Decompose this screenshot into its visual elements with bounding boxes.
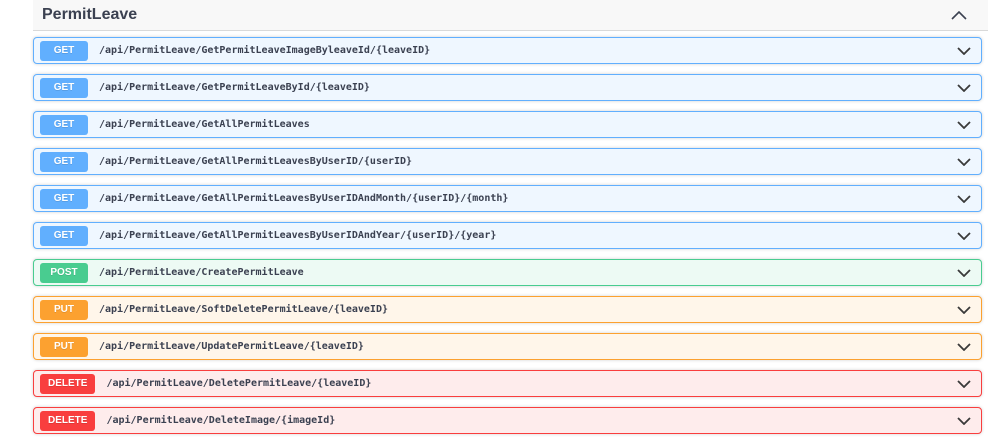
- method-badge: GET: [40, 151, 88, 172]
- section-header[interactable]: PermitLeave: [33, 0, 988, 31]
- endpoint-row[interactable]: GET /api/PermitLeave/GetPermitLeaveImage…: [33, 37, 982, 64]
- section-title: PermitLeave: [42, 6, 138, 23]
- endpoint-path: /api/PermitLeave/GetAllPermitLeavesByUse…: [99, 193, 509, 204]
- endpoint-path: /api/PermitLeave/GetAllPermitLeavesByUse…: [99, 156, 413, 167]
- method-badge: GET: [40, 225, 88, 246]
- method-badge: GET: [40, 40, 88, 61]
- chevron-down-icon[interactable]: [957, 194, 974, 203]
- method-badge: GET: [40, 114, 88, 135]
- method-badge: GET: [40, 77, 88, 98]
- endpoint-row[interactable]: DELETE /api/PermitLeave/DeleteImage/{ima…: [33, 407, 982, 434]
- chevron-down-icon[interactable]: [957, 120, 974, 129]
- endpoint-path: /api/PermitLeave/GetPermitLeaveById/{lea…: [99, 82, 370, 93]
- endpoint-row[interactable]: DELETE /api/PermitLeave/DeletePermitLeav…: [33, 370, 982, 397]
- chevron-down-icon[interactable]: [957, 268, 974, 277]
- chevron-up-icon: [951, 10, 967, 20]
- endpoint-path: /api/PermitLeave/DeletePermitLeave/{leav…: [106, 378, 372, 389]
- method-badge: GET: [40, 188, 88, 209]
- endpoint-path: /api/PermitLeave/UpdatePermitLeave/{leav…: [99, 341, 364, 352]
- chevron-down-icon[interactable]: [957, 342, 974, 351]
- endpoint-row[interactable]: GET /api/PermitLeave/GetAllPermitLeavesB…: [33, 222, 982, 249]
- endpoint-row[interactable]: GET /api/PermitLeave/GetAllPermitLeaves: [33, 111, 982, 138]
- endpoint-row[interactable]: GET /api/PermitLeave/GetAllPermitLeavesB…: [33, 185, 982, 212]
- chevron-down-icon[interactable]: [957, 231, 974, 240]
- endpoint-path: /api/PermitLeave/GetAllPermitLeavesByUse…: [99, 230, 497, 241]
- method-badge: POST: [40, 262, 88, 283]
- endpoint-row[interactable]: POST /api/PermitLeave/CreatePermitLeave: [33, 259, 982, 286]
- chevron-down-icon[interactable]: [957, 46, 974, 55]
- endpoint-row[interactable]: PUT /api/PermitLeave/SoftDeletePermitLea…: [33, 296, 982, 323]
- endpoint-path: /api/PermitLeave/SoftDeletePermitLeave/{…: [99, 304, 388, 315]
- swagger-tag-section: PermitLeave GET /api/PermitLeave/GetPerm…: [33, 0, 988, 434]
- method-badge: DELETE: [40, 373, 96, 394]
- endpoint-row[interactable]: GET /api/PermitLeave/GetPermitLeaveById/…: [33, 74, 982, 101]
- collapse-section-button[interactable]: [951, 10, 967, 20]
- chevron-down-icon[interactable]: [957, 416, 974, 425]
- endpoint-path: /api/PermitLeave/CreatePermitLeave: [99, 267, 304, 278]
- chevron-down-icon[interactable]: [957, 305, 974, 314]
- chevron-down-icon[interactable]: [957, 379, 974, 388]
- method-badge: DELETE: [40, 410, 96, 431]
- endpoint-list: GET /api/PermitLeave/GetPermitLeaveImage…: [33, 31, 982, 434]
- method-badge: PUT: [40, 336, 88, 357]
- endpoint-path: /api/PermitLeave/DeleteImage/{imageId}: [106, 415, 336, 426]
- endpoint-path: /api/PermitLeave/GetPermitLeaveImageByle…: [99, 45, 431, 56]
- chevron-down-icon[interactable]: [957, 157, 974, 166]
- method-badge: PUT: [40, 299, 88, 320]
- endpoint-row[interactable]: PUT /api/PermitLeave/UpdatePermitLeave/{…: [33, 333, 982, 360]
- endpoint-row[interactable]: GET /api/PermitLeave/GetAllPermitLeavesB…: [33, 148, 982, 175]
- chevron-down-icon[interactable]: [957, 83, 974, 92]
- endpoint-path: /api/PermitLeave/GetAllPermitLeaves: [99, 119, 310, 130]
